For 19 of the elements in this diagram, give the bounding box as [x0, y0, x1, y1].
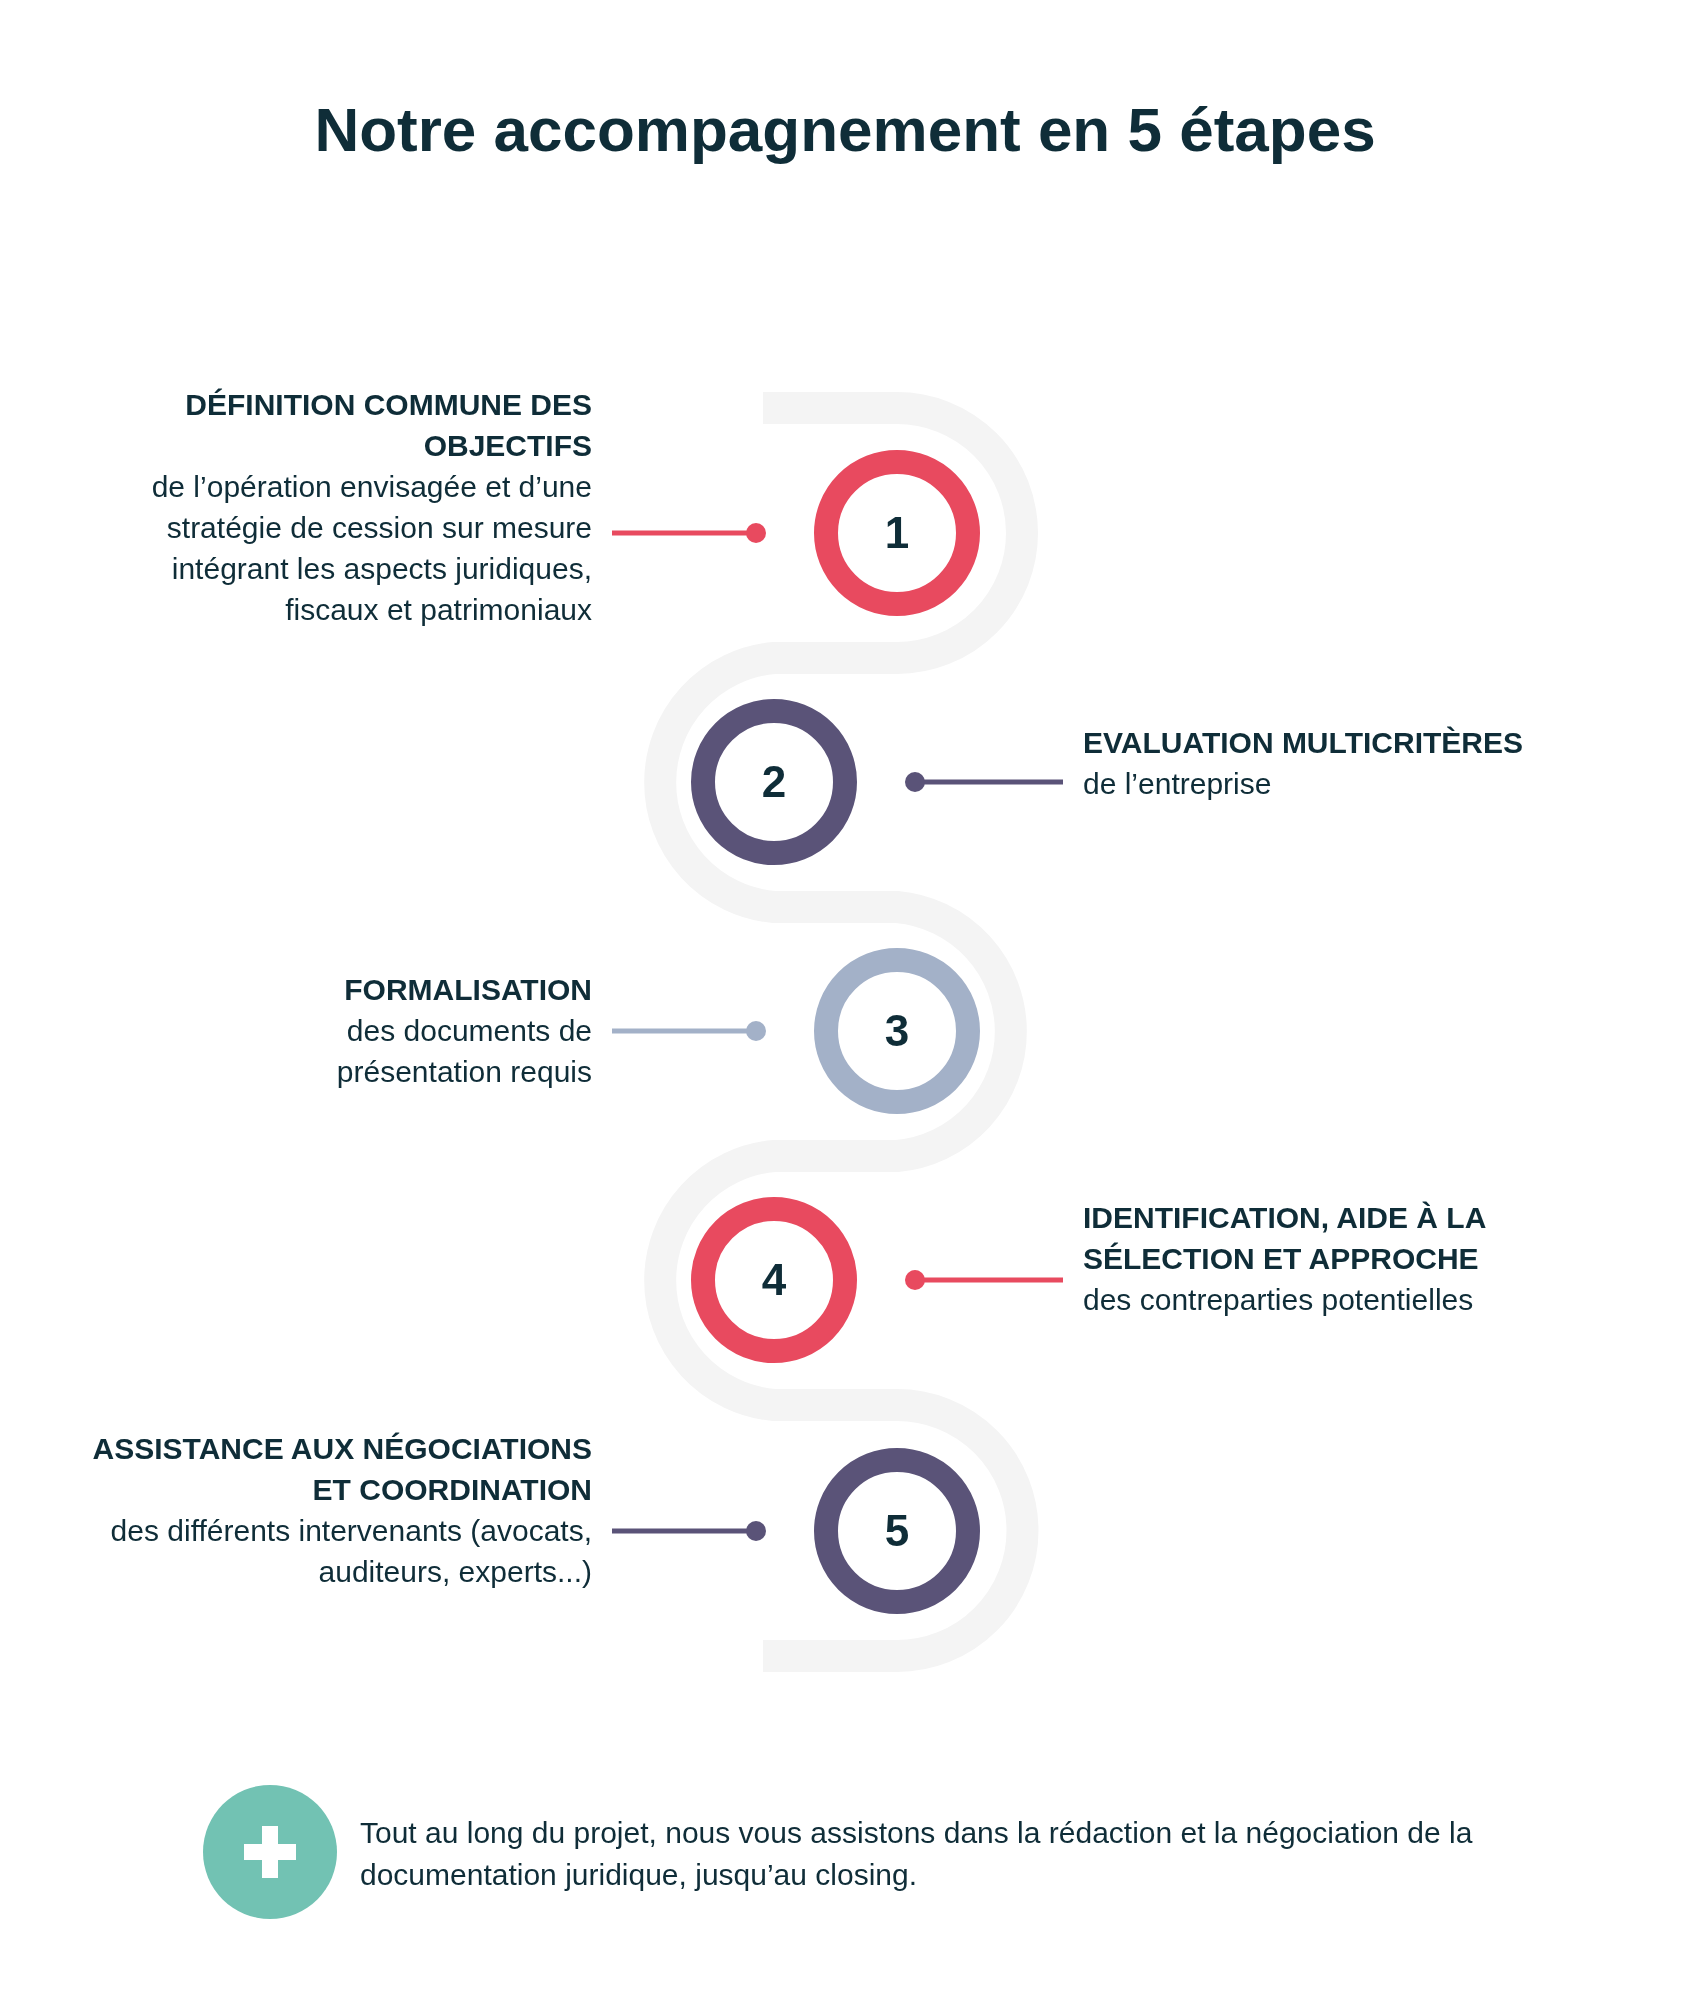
step-description: des contreparties potentielles	[1083, 1282, 1475, 1318]
step-description: de l’entreprise	[1083, 766, 1273, 802]
step-description: des documents de présentation requis	[335, 1013, 592, 1090]
step-number: 2	[761, 760, 787, 804]
step-description: des différents intervenants (avocats, auditeurs, experts...)	[109, 1513, 592, 1590]
connector-line	[612, 523, 766, 543]
title: Notre accompagnement en 5 étapes	[313, 94, 1377, 166]
connector-line	[905, 1270, 1063, 1290]
step-number: 3	[884, 1009, 910, 1053]
step-number: 1	[884, 511, 910, 555]
connector-line	[612, 1521, 766, 1541]
connector-line	[905, 772, 1063, 792]
note-text: Tout au long du projet, nous vous assistons dans la rédaction et la négociation de la documentation juridique, jusqu’au closing.	[360, 1815, 1474, 1893]
step-number: 4	[761, 1258, 787, 1302]
connector-line	[612, 1021, 766, 1041]
step-number: 5	[884, 1509, 910, 1553]
step-heading: FORMALISATION	[343, 972, 592, 1008]
step-description: de l’opération envisagée et d’une stratégie de cession sur mesure intégrant les aspects juridiques, fiscaux et patrimoniaux	[150, 469, 592, 628]
step-heading: EVALUATION MULTICRITÈRES	[1083, 725, 1524, 761]
